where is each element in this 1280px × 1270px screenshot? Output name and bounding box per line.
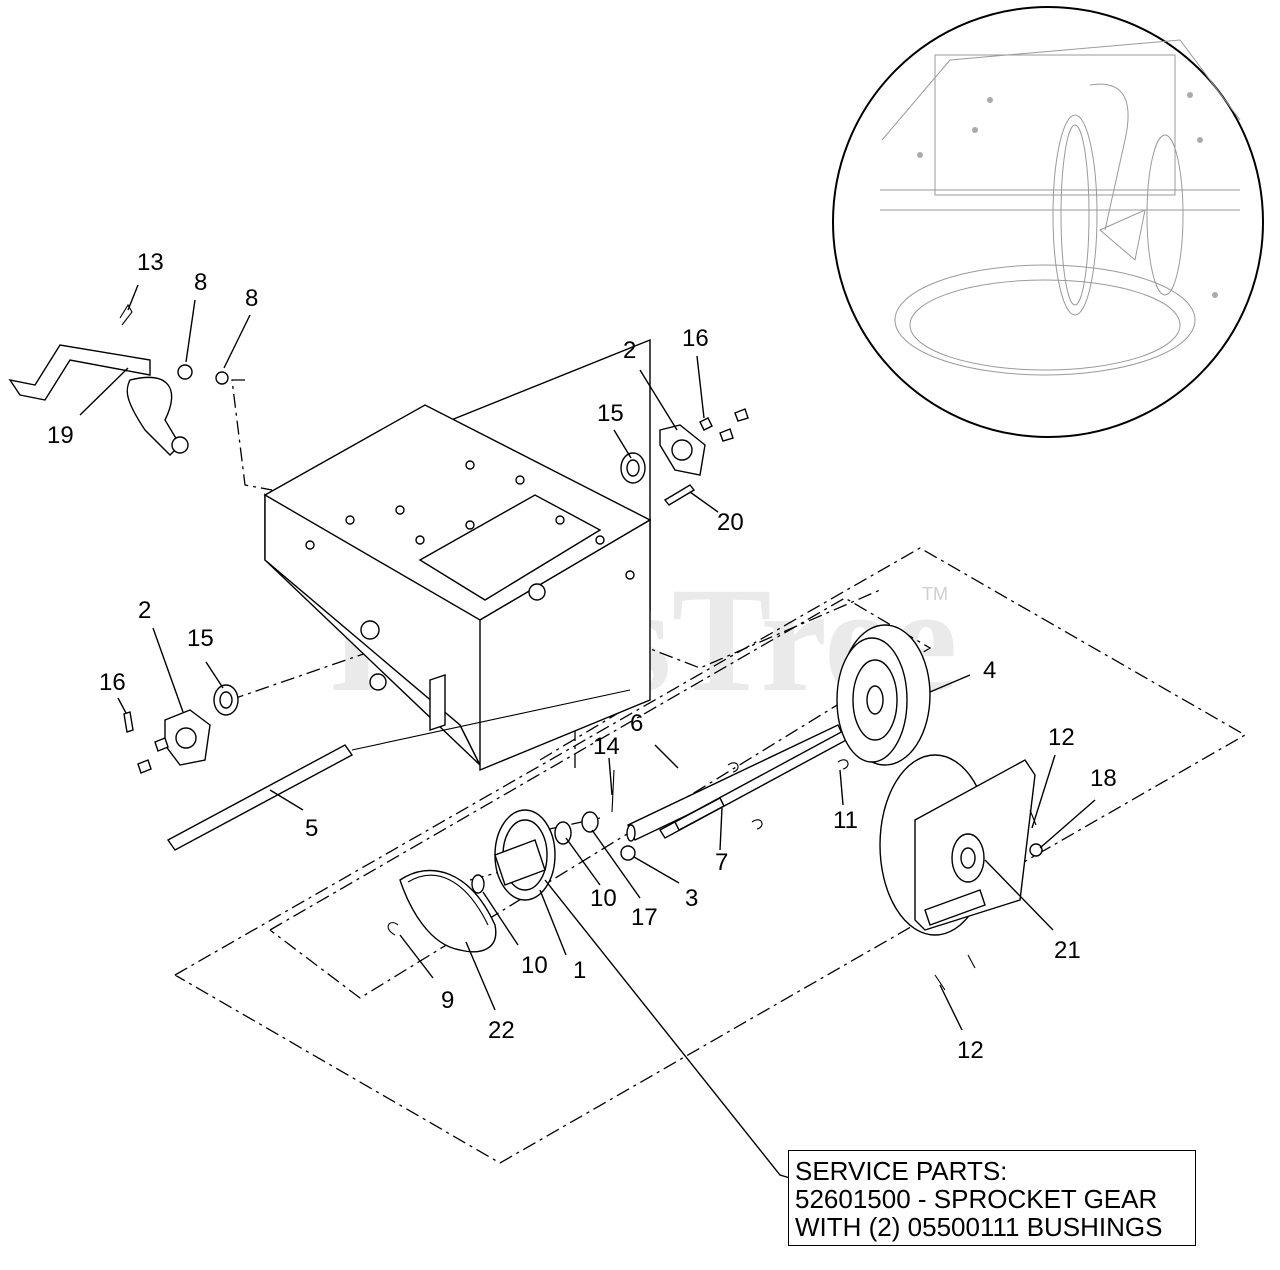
- callout-14: 14: [593, 733, 620, 760]
- service-note-line-3: WITH (2) 05500111 BUSHINGS: [795, 1212, 1163, 1242]
- callout-5: 5: [305, 815, 318, 842]
- detail-inset: [832, 6, 1264, 438]
- bearing-flange-right: [620, 408, 749, 506]
- watermark-trademark: TM: [922, 584, 948, 604]
- callout-12: 12: [1048, 724, 1075, 751]
- callout-22: 22: [488, 1017, 515, 1044]
- callout-8: 8: [194, 269, 207, 296]
- callout-16: 16: [99, 669, 126, 696]
- callout-3: 3: [685, 885, 698, 912]
- callout-8: 8: [245, 285, 258, 312]
- callout-4: 4: [983, 657, 996, 684]
- service-note-line-2: 52601500 - SPROCKET GEAR: [795, 1184, 1158, 1214]
- callout-13: 13: [137, 249, 164, 276]
- callout-20: 20: [717, 509, 744, 536]
- part-21-pulley-cover: [879, 754, 1036, 936]
- callout-18: 18: [1090, 765, 1117, 792]
- part-4-pulley: [836, 624, 931, 766]
- callout-labels: 13 8 8 19 2 16 15 20 2 15 16 5 6 14 4 12…: [47, 249, 1117, 1064]
- callout-11: 11: [833, 807, 858, 834]
- service-note-line-1: SERVICE PARTS:: [795, 1156, 1008, 1186]
- bearing-flange-left: [123, 684, 239, 774]
- part-19-shift-lever: [8, 303, 229, 456]
- callout-10: 10: [590, 885, 617, 912]
- part-1-sprocket-gear: [494, 809, 556, 901]
- part-5-shaft: [166, 689, 631, 851]
- callout-1: 1: [573, 957, 586, 984]
- part-6-tube: [626, 724, 846, 842]
- callout-2: 2: [623, 337, 636, 364]
- callout-16: 16: [682, 325, 709, 352]
- part-7-shaft: [659, 729, 851, 839]
- callout-2: 2: [138, 597, 151, 624]
- callout-9: 9: [441, 987, 454, 1014]
- frame-housing: [263, 338, 652, 772]
- callout-21: 21: [1054, 937, 1081, 964]
- callout-12: 12: [957, 1037, 984, 1064]
- callout-15: 15: [187, 625, 214, 652]
- part-22-chain: [399, 869, 497, 953]
- callout-6: 6: [630, 710, 643, 737]
- callout-19: 19: [47, 422, 74, 449]
- callout-17: 17: [631, 904, 658, 931]
- leader-lines: [79, 284, 1096, 1179]
- service-parts-note: SERVICE PARTS: 52601500 - SPROCKET GEAR …: [788, 1150, 1196, 1246]
- callout-10: 10: [521, 952, 548, 979]
- callout-7: 7: [715, 849, 728, 876]
- callout-15: 15: [597, 400, 624, 427]
